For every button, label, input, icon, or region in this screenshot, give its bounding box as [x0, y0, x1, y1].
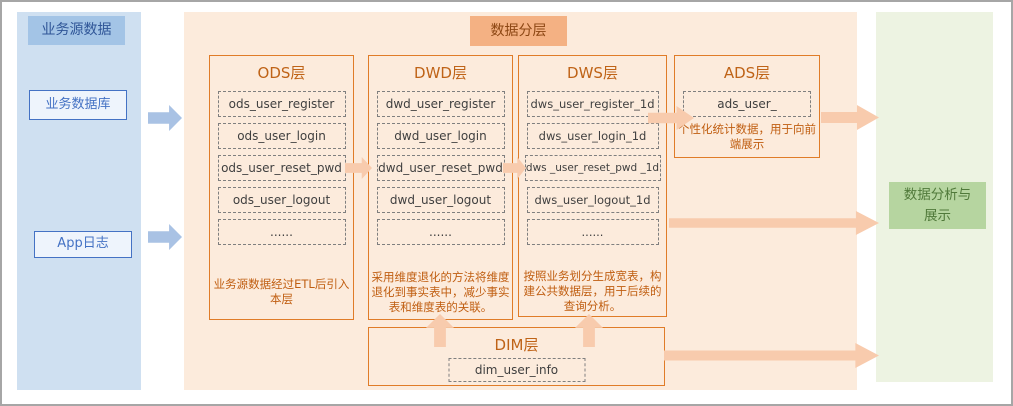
ads-layer-column: ADS层 ads_user_ 个性化统计数据，用于向前端展示 [674, 55, 820, 158]
table-dws-ellipsis: ...... [526, 219, 659, 245]
dwd-layer-column: DWD层 dwd_user_register dwd_user_login dw… [368, 55, 513, 320]
source-item-business-database: 业务数据库 [29, 90, 127, 120]
ods-layer-title: ODS层 [257, 64, 306, 82]
dim-layer-title: DIM层 [494, 336, 539, 354]
table-ods-user-logout: ods_user_logout [217, 187, 346, 213]
dwd-layer-description: 采用维度退化的方法将维度退化到事实表中，减少事实表和维度表的关联。 [371, 270, 510, 315]
arrow-app-log-to-ods-icon [148, 224, 182, 250]
table-dwd-user-reset-pwd: dwd_user_reset_pwd [376, 155, 505, 181]
dwd-layer-title: DWD层 [414, 64, 467, 82]
layering-panel-title: 数据分层 [470, 16, 567, 46]
table-dwd-user-logout: dwd_user_logout [376, 187, 505, 213]
table-dws-user-reset-pwd-1d: dws _user_reset_pwd _1d [524, 155, 661, 181]
analysis-display-title: 数据分析与展示 [889, 182, 986, 229]
table-ods-ellipsis: ...... [217, 219, 346, 245]
table-dwd-user-register: dwd_user_register [376, 91, 505, 117]
ods-layer-column: ODS层 ods_user_register ods_user_login od… [209, 55, 354, 320]
table-ods-user-reset-pwd: ods_user_reset_pwd [217, 155, 346, 181]
dim-layer-box: DIM层 dim_user_info [368, 327, 665, 386]
ads-layer-description: 个性化统计数据，用于向前端展示 [678, 122, 816, 151]
dws-layer-title: DWS层 [567, 64, 618, 82]
table-dim-user-info: dim_user_info [448, 358, 585, 382]
table-dwd-ellipsis: ...... [376, 219, 505, 245]
table-dws-user-login-1d: dws_user_login_1d [526, 123, 659, 149]
source-panel-title: 业务源数据 [28, 16, 125, 45]
table-dwd-user-login: dwd_user_login [376, 123, 505, 149]
ads-layer-title: ADS层 [723, 64, 771, 82]
arrow-business-db-to-ods-icon [148, 105, 182, 131]
table-ads-user: ads_user_ [683, 91, 811, 117]
table-dws-user-logout-1d: dws_user_logout_1d [526, 187, 659, 213]
source-item-app-log: App日志 [34, 231, 132, 258]
dws-layer-column: DWS层 dws_user_register_1d dws_user_login… [518, 55, 667, 317]
table-ods-user-login: ods_user_login [217, 123, 346, 149]
dws-layer-description: 按照业务划分生成宽表，构建公共数据层，用于后续的查询分析。 [523, 269, 662, 314]
source-data-panel [17, 12, 141, 390]
ods-layer-description: 业务源数据经过ETL后引入本层 [213, 277, 350, 307]
table-ods-user-register: ods_user_register [217, 91, 346, 117]
table-dws-user-register-1d: dws_user_register_1d [526, 91, 659, 117]
